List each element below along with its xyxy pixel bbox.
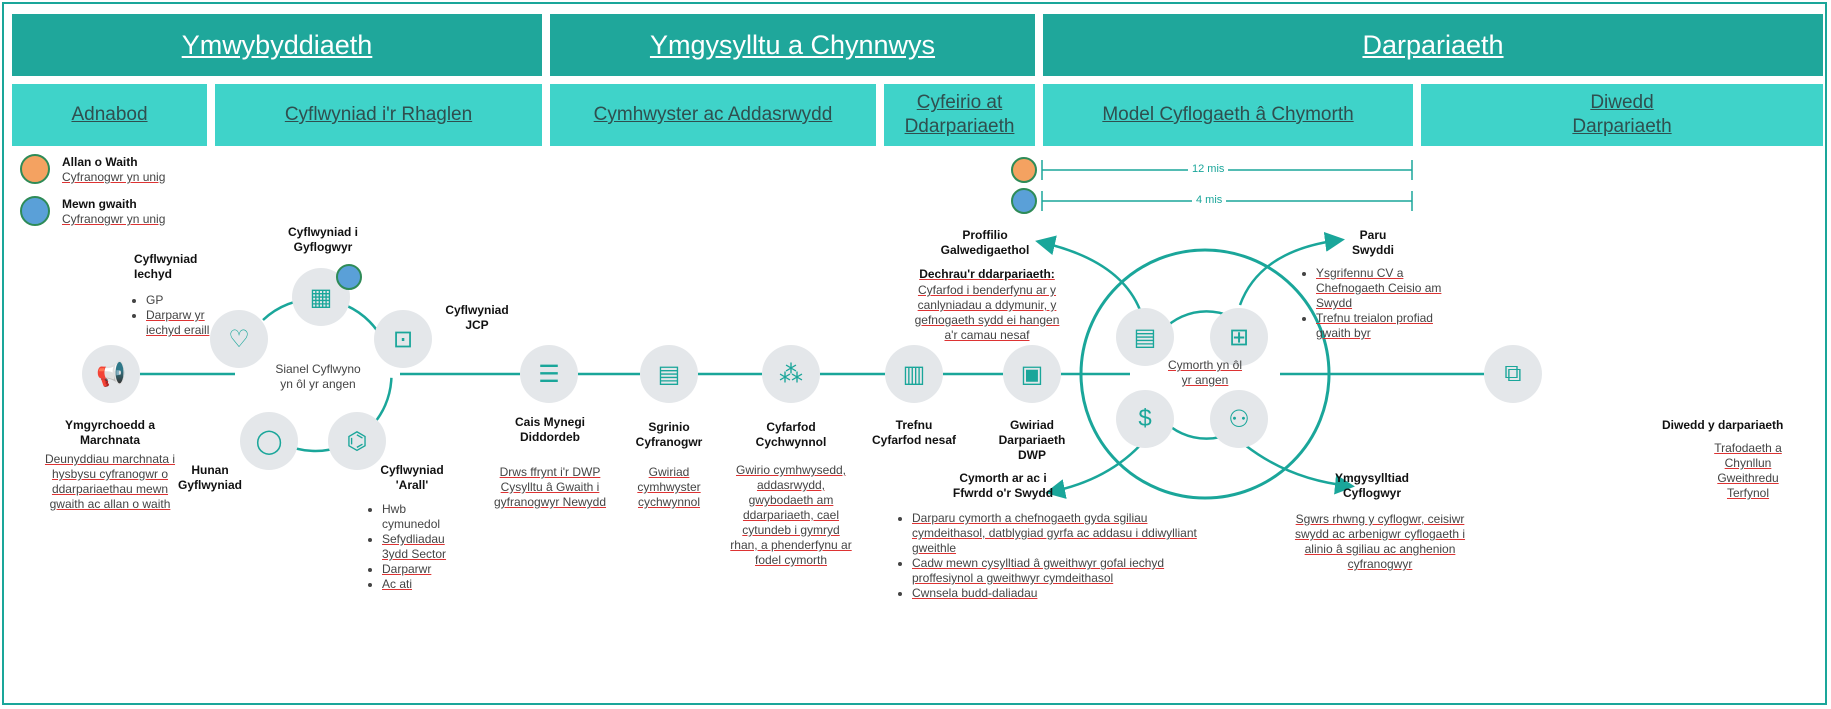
person-icon: ◯ [240,412,298,470]
other-item-hub: Hwb cymunedol [382,502,466,532]
screening-icon: ▤ [640,345,698,403]
node-onwork-title: Cymorth ar ac i Ffwrdd o'r Swydd [952,471,1054,500]
node-screening-desc: Gwiriad cymhwyster cychwynnol [637,465,701,509]
duration-4-months: 4 mis [1192,194,1227,206]
node-employer-eng-desc: Sgwrs rhwng y cyflogwr, ceisiwr swydd ac… [1294,512,1466,571]
network-icon: ⌬ [328,412,386,470]
stage-referral-line1: Cyfeirio at [916,92,1003,114]
node-start-title: Dechrau'r ddarpariaeth: [919,267,1055,281]
avatar-out-of-work-bar [1011,157,1037,183]
legend-in-sub: Cyfranogwr yn unig [62,212,166,226]
avatar-in-work [20,196,50,226]
stage-model: Model Cyflogaeth â Chymorth [1043,84,1413,146]
meeting-icon: ⁂ [762,345,820,403]
phase-awareness: Ymwybyddiaeth [12,14,542,76]
phase-delivery: Darpariaeth [1043,14,1823,76]
onwork-item-social: Darparu cymorth a chefnogaeth gyda sgili… [912,511,1216,556]
health-item-providers: Darparw yr iechyd eraill [146,308,210,338]
checklist-icon: ☰ [520,345,578,403]
stage-referral: Cyfeirio at Ddarpariaeth [884,84,1035,146]
stage-identify: Adnabod [12,84,207,146]
node-interest-title: Cais Mynegi Diddordeb [514,415,586,444]
other-item-third-sector: Sefydliadau 3ydd Sector [382,532,466,562]
node-interest-desc: Drws ffrynt i'r DWP Cysylltu â Gwaith i … [493,465,607,509]
match-item-trials: Trefnu treialon profiad gwaith byr [1316,311,1470,341]
node-start-desc: Cyfarfod i benderfynu ar y canlyniadau a… [914,283,1060,342]
node-end-desc: Trafodaeth a Chynllun Gweithredu Terfyno… [1714,441,1782,500]
node-campaign-desc: Deunyddiau marchnata i hysbysu cyfranogw… [44,452,176,511]
node-profile-title: Proffilio Galwedigaethol [940,228,1030,257]
stage-eligibility: Cymhwyster ac Addasrwydd [550,84,876,146]
node-screening-title: Sgrinio Cyfranogwr [635,420,703,449]
heart-icon: ♡ [210,310,268,368]
stage-intro: Cyflwyniad i'r Rhaglen [215,84,542,146]
node-check-title: Gwiriad Darpariaeth DWP [998,418,1066,462]
node-campaign-title: Ymgyrchoedd a Marchnata [64,418,156,447]
avatar-out-of-work [20,154,50,184]
node-other-list: Hwb cymunedol Sefydliadau 3ydd Sector Da… [366,502,466,592]
avatar-in-work-bar [1011,188,1037,214]
node-meeting-title: Cyfarfod Cychwynnol [755,420,827,449]
node-match-list: Ysgrifennu CV a Chefnogaeth Ceisio am Sw… [1300,266,1470,341]
legend-out-sub: Cyfranogwr yn unig [62,170,166,184]
document-icon: ▣ [1003,345,1061,403]
health-item-gp: GP [146,293,210,308]
calendar-icon: ▥ [885,345,943,403]
cv-icon: ▤ [1116,308,1174,366]
briefcase-icon: ⊡ [374,310,432,368]
other-item-etc: Ac ati [382,577,466,592]
onwork-item-benefits: Cwnsela budd-daliadau [912,586,1216,601]
node-jcp-title: Cyflwyniad JCP [445,303,509,332]
end-icon: ⧉ [1484,345,1542,403]
node-self-title: Hunan Gyflwyniad [177,463,242,492]
node-support-center: Cymorth yn ôl yr angen [1167,358,1243,387]
node-employer-eng-title: Ymgysylltiad Cyflogwyr [1334,471,1410,500]
connections-icon: ⚇ [1210,390,1268,448]
node-health-title: Cyflwyniad Iechyd [134,252,198,281]
money-icon: $ [1116,390,1174,448]
legend-in-title: Mewn gwaith [62,197,137,211]
phase-engagement: Ymgysylltu a Chynnwys [550,14,1035,76]
stage-end-line1: Diwedd [1590,92,1654,114]
node-meeting-desc: Gwirio cymhwysedd, addasrwydd, gwybodaet… [730,463,852,567]
node-arrange-title: Trefnu Cyfarfod nesaf [871,418,957,447]
stage-end: Diwedd Darpariaeth [1421,84,1823,146]
match-item-cv: Ysgrifennu CV a Chefnogaeth Ceisio am Sw… [1316,266,1470,311]
node-match-title: Paru Swyddi [1351,228,1394,257]
onwork-item-contact: Cadw mewn cysylltiad â gweithwyr gofal i… [912,556,1216,586]
node-other-title: Cyflwyniad 'Arall' [380,463,444,492]
stage-referral-line2: Ddarpariaeth [904,116,1015,137]
node-channel: Sianel Cyflwyno yn ôl yr angen [275,362,361,391]
avatar-employer [336,264,362,290]
node-employer-title: Cyflwyniad i Gyflogwyr [287,225,358,254]
node-end-title: Diwedd y darpariaeth [1662,418,1784,432]
megaphone-icon: 📢 [82,345,140,403]
stage-end-line2: Darpariaeth [1572,116,1672,137]
duration-12-months: 12 mis [1188,163,1229,175]
job-icon: ⊞ [1210,308,1268,366]
legend-out-title: Allan o Waith [62,155,138,169]
node-health-list: GP Darparw yr iechyd eraill [130,293,210,338]
node-onwork-list: Darparu cymorth a chefnogaeth gyda sgili… [896,511,1216,601]
other-item-provider: Darparwr [382,562,466,577]
